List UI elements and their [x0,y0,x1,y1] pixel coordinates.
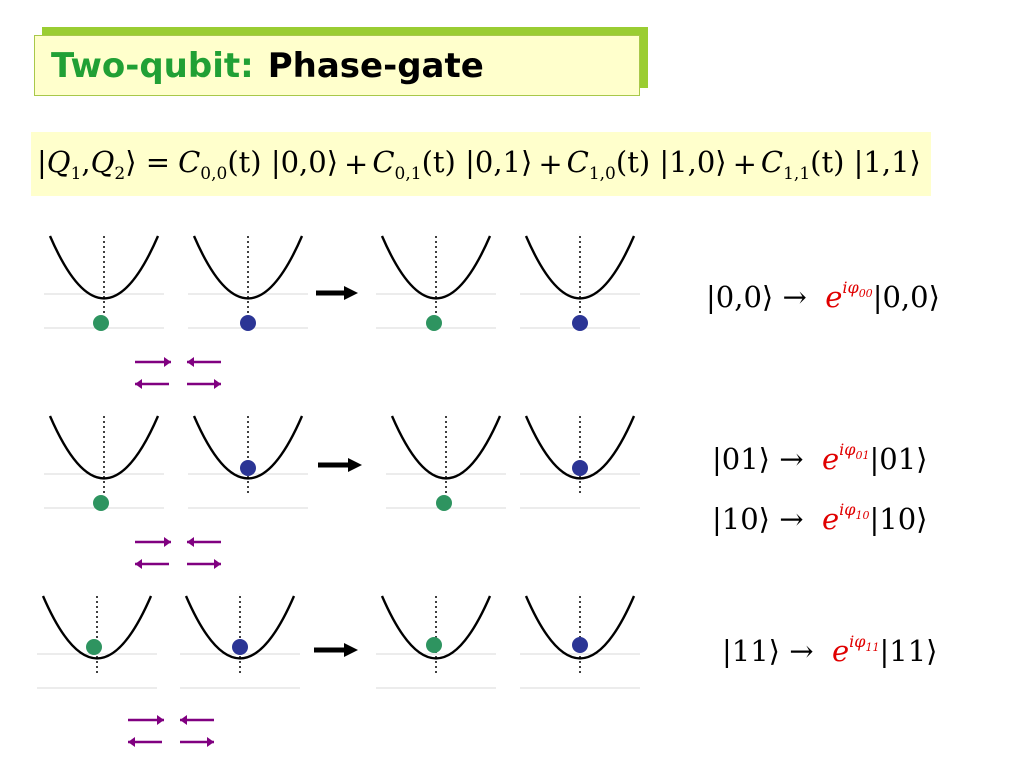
mapping-01: |01⟩ → eiφ01|01⟩ [712,440,928,476]
interaction-arrowhead-3d [207,737,214,747]
interaction-arrowhead-2c [135,559,142,569]
interaction-arrowhead-1d [214,379,221,389]
well-curve-r2-4 [524,415,636,480]
well-curve-r2-3 [390,415,502,480]
well-curve-r3-3 [380,595,492,660]
well-curve-r2-1 [48,415,160,480]
qubit-ball-r1-4 [572,315,588,331]
well-curve-r1-4 [524,235,636,300]
transition-arrowhead-3 [344,643,358,657]
well-curve-r1-3 [380,235,492,300]
transition-arrowhead-2 [348,458,362,472]
qubit-ball-r3-2 [232,639,248,655]
interaction-arrowhead-1c [135,379,142,389]
title-main: Phase-gate [267,45,484,86]
transition-arrowhead-1 [344,286,358,300]
qubit-ball-r2-4 [572,460,588,476]
qubit-ball-r2-2 [240,460,256,476]
interaction-arrowhead-2b [187,537,194,547]
term-01: C0,1(t) |0,1⟩ [372,144,533,184]
qubit-ball-r1-2 [240,315,256,331]
state-equation: |Q1,Q2⟩ = C0,0(t) |0,0⟩ + C0,1(t) |0,1⟩ … [31,132,931,196]
qubit-ball-r1-1 [93,315,109,331]
interaction-arrowhead-2d [214,559,221,569]
term-10: C1,0(t) |1,0⟩ [566,144,727,184]
interaction-arrowhead-1b [187,357,194,367]
mapping-00: |0,0⟩ → eiφ00|0,0⟩ [706,278,940,314]
well-curve-r3-1 [41,595,153,660]
qubit-ball-r2-1 [93,495,109,511]
interaction-arrowhead-2a [164,537,171,547]
well-curve-r3-4 [524,595,636,660]
wells-group [37,235,640,747]
well-curve-r3-2 [184,595,296,660]
term-11: C1,1(t) |1,1⟩ [760,144,921,184]
well-curve-r2-2 [192,415,304,480]
interaction-arrowhead-3b [180,715,187,725]
interaction-arrowhead-1a [164,357,171,367]
qubit-ball-r3-4 [572,637,588,653]
interaction-arrowhead-3a [157,715,164,725]
term-00: C0,0(t) |0,0⟩ [178,144,339,184]
slide-title: Two-qubit: Phase-gate [34,35,640,96]
title-prefix: Two-qubit: [51,45,254,86]
mapping-10: |10⟩ → eiφ10|10⟩ [712,500,928,536]
well-curve-r1-2 [192,235,304,300]
well-curve-r1-1 [48,235,160,300]
qubit-ball-r2-3 [436,495,452,511]
qubit-ball-r1-3 [426,315,442,331]
qubit-ball-r3-3 [426,637,442,653]
mapping-11: |11⟩ → eiφ11|11⟩ [722,632,938,668]
qubit-ball-r3-1 [86,639,102,655]
interaction-arrowhead-3c [128,737,135,747]
